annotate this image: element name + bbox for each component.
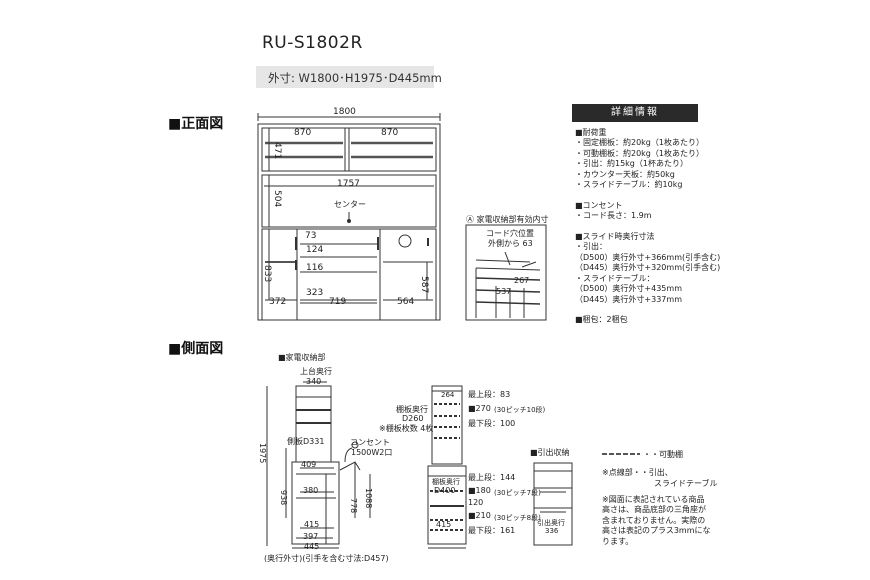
- outlet-label-2: 1500W2口: [351, 448, 393, 457]
- side-dim-380: 380: [303, 486, 319, 495]
- detail-header: 詳細情報: [572, 104, 698, 122]
- detail-info: ■耐荷重 ・固定棚板：約20kg（1枚あたり） ・可動棚板：約20kg（1枚あた…: [575, 128, 721, 325]
- shelf-depth-label-1: 棚板奥行: [396, 405, 428, 414]
- front-dim-833: 833: [262, 265, 272, 283]
- shelf-pitch-210-note: (30ピッチ8段): [494, 514, 541, 522]
- front-dim-124: 124: [306, 245, 324, 255]
- front-dim-323: 323: [306, 288, 324, 298]
- side-dim-778: 778: [349, 498, 358, 514]
- side-dim-1088: 1088: [364, 488, 373, 509]
- outlet-label-1: コンセント: [350, 438, 390, 447]
- inset-dim-537: 537: [496, 287, 512, 296]
- front-dim-719: 719: [329, 297, 347, 307]
- shelf-pitch-270: ■270: [468, 404, 491, 413]
- top-depth-label: 上台奥行: [300, 367, 332, 376]
- front-view-drawing: [257, 113, 441, 321]
- shelf-depth-label-2: D260: [402, 414, 424, 423]
- side-view-appliance: [266, 381, 371, 549]
- height-note: ※図面に表記されている商品 高さは、商品底部の三角座が 含まれておりません。実際…: [602, 495, 711, 546]
- front-dim-564: 564: [397, 297, 415, 307]
- shelf-top-144: 最上段：144: [468, 473, 516, 482]
- shelf-count: ※棚板枚数 4枚: [379, 424, 434, 433]
- inset-note-1: コード穴位置: [486, 229, 534, 238]
- drawer-drawing: [533, 462, 573, 546]
- shelf-120: 120: [468, 498, 484, 507]
- shelf-pitch-180-note: (30ピッチ7段): [494, 489, 541, 497]
- side-dim-938: 938: [279, 490, 288, 506]
- front-dim-1757: 1757: [337, 179, 360, 189]
- drawer-heading: ■引出収納: [530, 448, 570, 457]
- front-view-heading: ■正面図: [168, 116, 224, 132]
- side-dim-415: 415: [304, 520, 320, 529]
- inset-drawing: [465, 224, 547, 321]
- legend-movable: ・・可動棚: [643, 450, 683, 459]
- top-depth-value: 340: [306, 377, 322, 386]
- shelf-pitch-180: ■180: [468, 486, 491, 495]
- side-dim-1975: 1975: [258, 443, 267, 464]
- front-dim-1800: 1800: [333, 107, 356, 117]
- shelf-pitch-270-note: (30ピッチ10段): [494, 406, 546, 414]
- front-dim-870-left: 870: [294, 128, 312, 138]
- side-view-shelf: [427, 385, 467, 549]
- legend-dotted-1: ※点線部・・引出、: [602, 468, 673, 477]
- side-dim-445: 445: [304, 542, 320, 551]
- side-dim-397: 397: [303, 532, 319, 541]
- inset-note-2: 外側から 63: [488, 239, 533, 248]
- product-title: RU-S1802R: [262, 33, 363, 53]
- shelf-bottom-100: 最下段：100: [468, 419, 516, 428]
- side-caption: (奥行外寸)(引手を含む寸法:D457): [264, 554, 389, 563]
- inset-heading: Ⓐ 家電収納部有効内寸: [466, 215, 549, 224]
- appliance-heading: ■家電収納部: [278, 353, 326, 362]
- shelf-415: 415: [436, 520, 452, 529]
- shelf-bottom-161: 最下段：161: [468, 526, 516, 535]
- legend-dotted-2: スライドテーブル: [654, 479, 718, 488]
- inset-dim-267: 267: [514, 276, 530, 285]
- drawer-depth-label-1: 引出奥行: [537, 519, 565, 527]
- front-center-label: センター: [334, 200, 366, 209]
- shelf-depth2-label-1: 棚板奥行: [432, 478, 460, 486]
- front-dim-116: 116: [306, 263, 324, 273]
- side-dim-409: 409: [301, 460, 317, 469]
- side-view-heading: ■側面図: [168, 341, 224, 357]
- external-dims-box: [256, 66, 434, 88]
- front-dim-372: 372: [269, 297, 287, 307]
- shelf-264: 264: [441, 391, 455, 399]
- front-dim-73: 73: [305, 231, 317, 241]
- front-dim-587: 587: [419, 276, 429, 294]
- external-dims: 外寸: W1800･H1975･D445mm: [268, 71, 442, 85]
- front-dim-870-right: 870: [381, 128, 399, 138]
- front-dim-504: 504: [272, 190, 282, 208]
- side-panel-depth: 側板D331: [287, 437, 325, 446]
- shelf-depth2-label-2: D400: [434, 486, 456, 495]
- front-dim-471: 471: [272, 142, 282, 160]
- shelf-pitch-210: ■210: [468, 511, 491, 520]
- shelf-top-83: 最上段：83: [468, 390, 511, 399]
- drawer-depth-label-2: 336: [545, 527, 559, 535]
